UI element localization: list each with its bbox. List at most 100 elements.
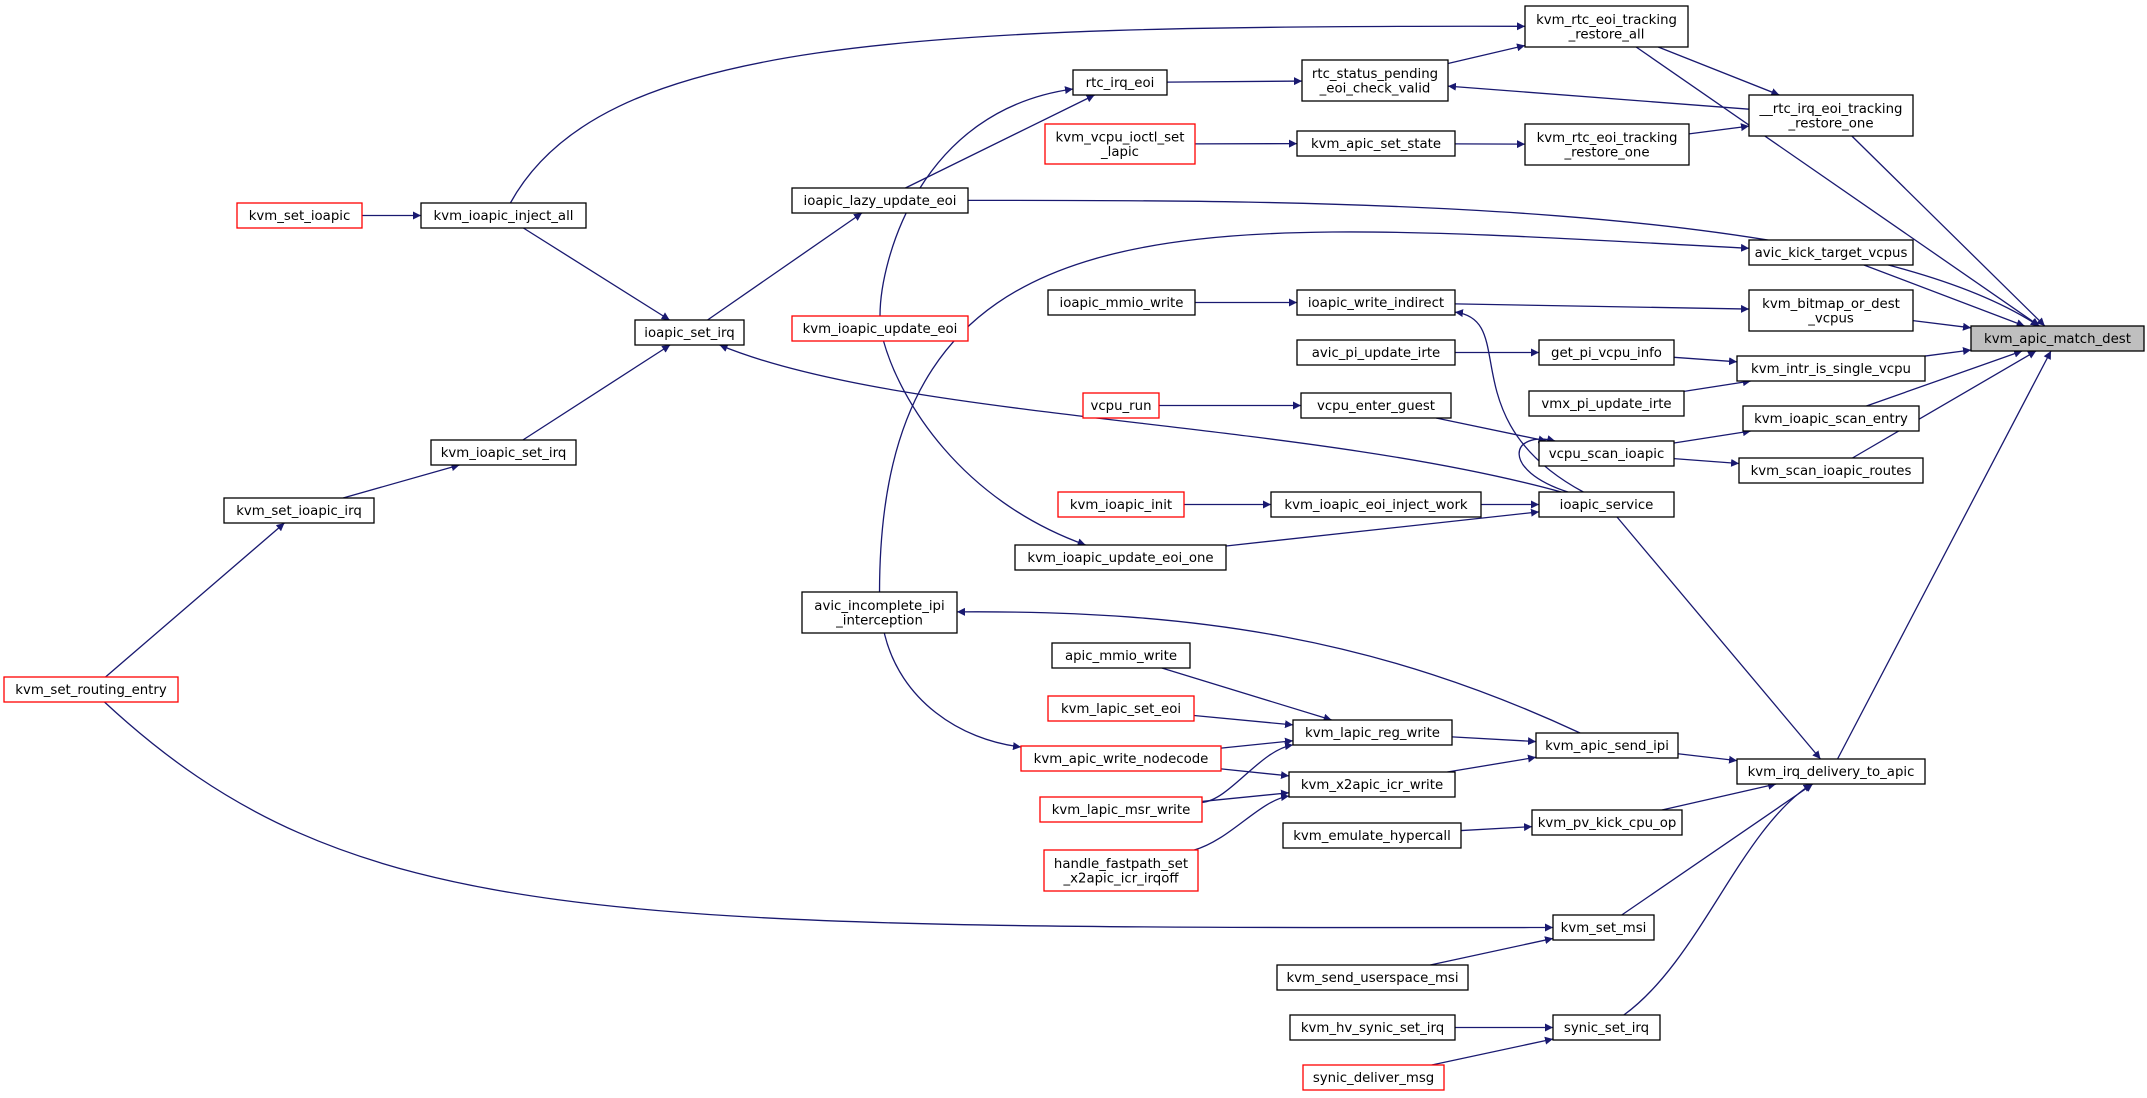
edge-rtc_restore_all-to-target [1635,46,2040,327]
graph-node-scan-ioapic[interactable]: vcpu_scan_ioapic [1538,440,1675,467]
graph-node-kvm-ioapic-update-eoi[interactable]: kvm_ioapic_update_eoi [791,315,969,342]
graph-node-kvm-ioapic-set-irq[interactable]: kvm_ioapic_set_irq [430,439,577,466]
graph-node-scan-entry[interactable]: kvm_ioapic_scan_entry [1742,405,1920,432]
graph-node-set-ioapic[interactable]: kvm_set_ioapic [236,202,363,229]
node-box [1742,405,1920,432]
edge-ioapic_service-to-scan_ioapic [1518,435,1569,493]
graph-node-get-pi[interactable]: get_pi_vcpu_info [1538,339,1675,366]
graph-node-synic-deliver[interactable]: synic_deliver_msg [1302,1064,1445,1091]
graph-node-rtc-irq-eoi[interactable]: rtc_irq_eoi [1072,69,1168,96]
node-box [1531,809,1683,836]
node-label: kvm_scan_ioapic_routes [1751,464,1912,479]
edge-apic_send_ipi-to-irq_delivery [1677,753,1738,764]
graph-node-avic-pi[interactable]: avic_pi_update_irte [1296,339,1456,366]
graph-node-synic-set-irq[interactable]: synic_set_irq [1552,1014,1661,1041]
edge-userspace_msi-to-set_msi [1430,936,1554,966]
node-label: ioapic_service [1560,498,1654,513]
edge-avic_kick-to-target [1863,264,2025,327]
node-label: _restore_all [1568,27,1645,42]
edge-rtc_eoi_restore_one-to-rtc_restore_one_ [1688,123,1750,135]
graph-node-set-msi[interactable]: kvm_set_msi [1552,914,1655,941]
graph-node-irq-delivery[interactable]: kvm_irq_delivery_to_apic [1736,758,1926,785]
graph-node-write-indirect[interactable]: ioapic_write_indirect [1296,289,1456,316]
graph-node-ioapic-service[interactable]: ioapic_service [1538,491,1675,518]
node-box [1296,289,1456,316]
node-box [1524,123,1690,166]
graph-node-update-eoi-one[interactable]: kvm_ioapic_update_eoi_one [1014,544,1227,571]
graph-node-eoi-inject-work[interactable]: kvm_ioapic_eoi_inject_work [1270,491,1482,518]
graph-node-vcpu-enter[interactable]: vcpu_enter_guest [1300,392,1452,419]
graph-node-ioapic-mmio-write[interactable]: ioapic_mmio_write [1047,289,1196,316]
node-label: kvm_pv_kick_cpu_op [1538,816,1677,831]
graph-node-rtc-status[interactable]: rtc_status_pending_eoi_check_valid [1301,59,1449,102]
node-label: kvm_apic_match_dest [1984,332,2131,347]
graph-node-pv-kick[interactable]: kvm_pv_kick_cpu_op [1531,809,1683,836]
node-box [223,497,375,524]
graph-node-hv-synic[interactable]: kvm_hv_synic_set_irq [1289,1014,1456,1041]
node-label: apic_mmio_write [1065,649,1177,664]
node-label: kvm_hv_synic_set_irq [1301,1021,1444,1036]
edge-scan_entry-to-target [1866,349,2023,407]
node-box [3,676,179,703]
graph-node-fastpath[interactable]: handle_fastpath_set_x2apic_icr_irqoff [1043,849,1199,892]
graph-node-rtc-eoi-restore-one[interactable]: kvm_rtc_eoi_tracking_restore_one [1524,123,1690,166]
node-box [1082,392,1160,419]
edge-routing_entry-to-set_msi [104,701,1554,932]
graph-node-write-nodecode[interactable]: kvm_apic_write_nodecode [1020,745,1222,772]
graph-node-userspace-msi[interactable]: kvm_send_userspace_msi [1276,964,1469,991]
graph-node-x2apic-icr[interactable]: kvm_x2apic_icr_write [1288,771,1456,798]
node-label: kvm_ioapic_inject_all [434,209,574,224]
edge-kvm_ioapic_update_eoi-to-update_eoi_one [882,340,1086,547]
edge-rtc_irq_eoi-to-rtc_status [1166,77,1303,86]
node-box [1039,796,1203,823]
graph-node-bitmap-or[interactable]: kvm_bitmap_or_dest_vcpus [1748,289,1914,332]
graph-node-vcpu-run[interactable]: vcpu_run [1082,392,1160,419]
edge-rtc_restore_all-to-rtc_restore_one_ [1657,46,1780,96]
graph-node-scan-routes[interactable]: kvm_scan_ioapic_routes [1738,457,1924,484]
graph-node-lapic-reg-write[interactable]: kvm_lapic_reg_write [1292,719,1453,746]
graph-node-kvm-set-ioapic-irq[interactable]: kvm_set_ioapic_irq [223,497,375,524]
edge-bitmap_or-to-target [1912,319,1972,331]
edge-scan_ioapic-to-scan_entry [1673,428,1751,444]
node-box [791,315,969,342]
graph-node-emulate-hypercall[interactable]: kvm_emulate_hypercall [1282,822,1462,849]
graph-node-avic-incomplete[interactable]: avic_incomplete_ipi_interception [801,591,958,634]
edge-set_msi-to-irq_delivery [1621,783,1814,916]
node-box [430,439,577,466]
graph-node-avic-kick[interactable]: avic_kick_target_vcpus [1748,239,1914,266]
graph-node-vmx-pi[interactable]: vmx_pi_update_irte [1528,390,1685,417]
graph-node-lapic-set-eoi[interactable]: kvm_lapic_set_eoi [1047,695,1195,722]
graph-node-lapic-msr-write[interactable]: kvm_lapic_msr_write [1039,796,1203,823]
graph-node-lazy-update-eoi[interactable]: ioapic_lazy_update_eoi [791,187,969,214]
node-label: kvm_ioapic_update_eoi [803,322,958,337]
graph-node-target[interactable]: kvm_apic_match_dest [1970,325,2145,352]
graph-node-routing-entry[interactable]: kvm_set_routing_entry [3,676,179,703]
edge-ioapic_set_irq-to-lazy_update_eoi [707,212,863,321]
edge-get_pi-to-single_vcpu [1673,356,1738,366]
node-box [1289,1014,1456,1041]
graph-node-single-vcpu[interactable]: kvm_intr_is_single_vcpu [1736,355,1926,382]
node-label: _lapic [1100,145,1139,160]
graph-node-apic-mmio-write[interactable]: apic_mmio_write [1051,642,1191,669]
edge-ioapic_service-to-irq_delivery [1616,516,1821,760]
graph-node-rtc-restore-one-[interactable]: __rtc_irq_eoi_tracking_restore_one [1748,94,1914,137]
edge-ioapic_inject_all-to-ioapic_set_irq [523,227,670,321]
node-label: kvm_apic_send_ipi [1545,739,1669,754]
edge-scan_ioapic-to-scan_routes [1673,457,1740,467]
graph-node-apic-set-state[interactable]: kvm_apic_set_state [1296,130,1456,157]
graph-node-ioapic-inject-all[interactable]: kvm_ioapic_inject_all [420,202,587,229]
graph-node-vcpu-ioctl-lapic[interactable]: kvm_vcpu_ioctl_set_lapic [1044,123,1196,165]
node-label: _eoi_check_valid [1319,81,1431,96]
edge-kvm_ioapic_set_irq-to-ioapic_set_irq [522,344,671,441]
graph-node-apic-send-ipi[interactable]: kvm_apic_send_ipi [1535,732,1679,759]
edge-kvm_set_ioapic_irq-to-kvm_ioapic_set_irq [342,463,460,499]
node-box [1043,849,1199,892]
edge-synic_deliver-to-synic_set_irq [1431,1036,1554,1066]
node-box [1292,719,1453,746]
graph-node-ioapic-init[interactable]: kvm_ioapic_init [1057,491,1185,518]
node-label: kvm_ioapic_set_irq [441,446,567,461]
graph-node-rtc-restore-all[interactable]: kvm_rtc_eoi_tracking_restore_all [1524,5,1689,48]
edge-fastpath-to-x2apic_icr [1194,793,1290,851]
node-label: kvm_set_ioapic_irq [236,504,362,519]
graph-node-ioapic-set-irq[interactable]: ioapic_set_irq [634,319,745,346]
